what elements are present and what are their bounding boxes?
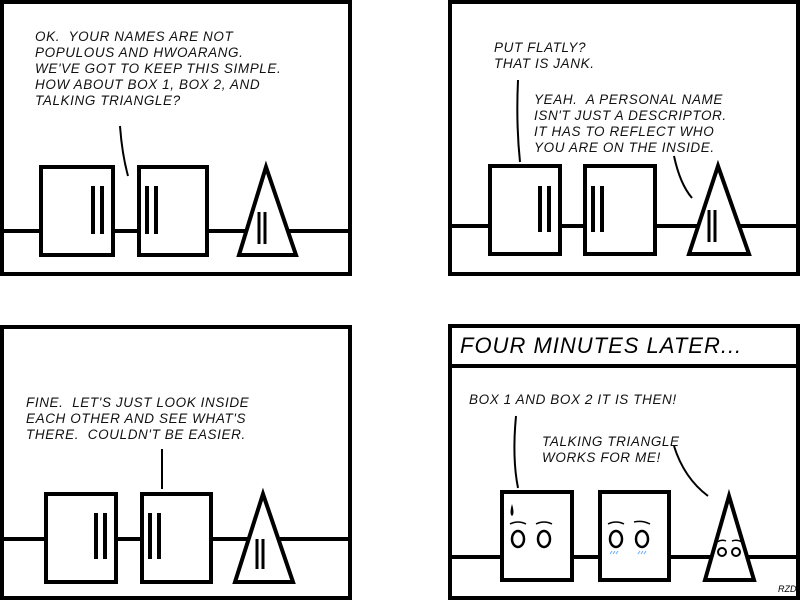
box-1 xyxy=(44,492,118,584)
dialogue-text-triangle: Yeah. A personal name isn't just a descr… xyxy=(534,92,727,155)
talking-triangle-sad xyxy=(702,488,757,582)
comic-panel-2: Put flatly? That is jank. Yeah. A person… xyxy=(448,0,800,276)
dialogue-text-triangle: Talking Triangle works for me! xyxy=(542,434,680,465)
panel-3-art xyxy=(4,449,348,584)
dialogue-text: Fine. Let's just look inside each other … xyxy=(26,395,250,442)
artist-signature: RZD xyxy=(778,584,797,594)
talking-triangle xyxy=(236,160,299,257)
dialogue-text: Ok. Your names are not populous and Hwoa… xyxy=(35,29,282,108)
dialogue-text-box: Box 1 and Box 2 it is then! xyxy=(469,392,677,407)
box-1 xyxy=(488,164,562,256)
box-2 xyxy=(137,165,209,257)
comic-panel-4: Four minutes later... Box 1 and Box 2 it… xyxy=(448,324,800,600)
talking-triangle xyxy=(232,487,296,584)
dialogue-text-box: Put flatly? That is jank. xyxy=(494,40,595,71)
box-1-worried xyxy=(500,490,574,582)
panel-2-art xyxy=(452,79,796,256)
comic-panel-1: Ok. Your names are not populous and Hwoa… xyxy=(0,0,352,276)
box-1 xyxy=(39,165,115,257)
caption-box: Four minutes later... xyxy=(452,328,796,368)
comic-panel-3: Fine. Let's just look inside each other … xyxy=(0,325,352,600)
box-2 xyxy=(140,492,213,584)
box-2 xyxy=(583,164,657,256)
panel-1-art xyxy=(4,125,348,257)
talking-triangle xyxy=(686,159,752,256)
panel-4-art xyxy=(452,415,796,582)
box-2-blushing xyxy=(598,490,671,582)
